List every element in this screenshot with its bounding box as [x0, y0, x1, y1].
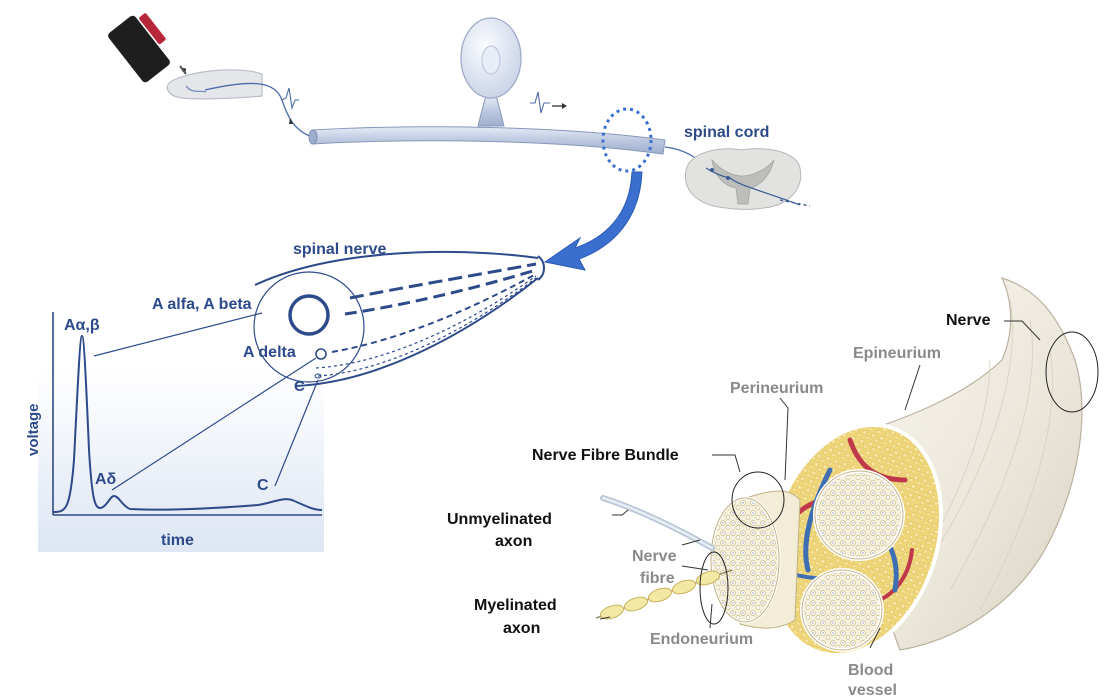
blood-vessel-label-line2: vessel: [848, 682, 897, 699]
peak-a-alpha-beta-label: Aα,β: [64, 317, 100, 334]
sensory-neuron: [205, 18, 712, 171]
x-axis-label: time: [161, 532, 194, 549]
a-delta-label: A delta: [243, 344, 296, 361]
unmyelinated-axon-label-line1: Unmyelinated: [447, 511, 552, 528]
blood-vessel-label-line1: Blood: [848, 662, 893, 679]
spinal-cord-cross-section: [685, 149, 810, 210]
unmyelinated-axon: [603, 498, 712, 548]
nerve-fibre-label-line2: fibre: [640, 570, 675, 587]
nerve-label: Nerve: [946, 312, 991, 329]
graph-background: [38, 368, 324, 552]
a-alfa-beta-label: A alfa, A beta: [152, 296, 252, 313]
spinal-nerve-label: spinal nerve: [293, 241, 386, 258]
spinal-nerve-illustration: [254, 252, 544, 386]
myelinated-axon-label-line2: axon: [503, 620, 540, 637]
nerve-fibre-bundle-label: Nerve Fibre Bundle: [532, 447, 679, 464]
nerve-fibre-label-line1: Nerve: [632, 548, 677, 565]
unmyelinated-axon-label-line2: axon: [495, 533, 532, 550]
c-fiber-label: C: [294, 378, 305, 395]
myelinated-axon-label-line1: Myelinated: [474, 597, 557, 614]
spinal-cord-label: spinal cord: [684, 124, 769, 141]
compound-action-potential-panel: spinal nerve A alfa, A beta A delta C Aα…: [25, 241, 544, 552]
perineurium-label: Perineurium: [730, 380, 823, 397]
peak-c-label: C: [257, 477, 269, 494]
zoom-arrow-icon: [545, 172, 642, 270]
peak-a-delta-label: Aδ: [95, 471, 117, 488]
nerve-anatomy-illustration: Nerve Epineurium Perineurium Nerve Fibre…: [447, 278, 1098, 699]
epineurium-label: Epineurium: [853, 345, 941, 362]
stimulus-hand-illustration: [107, 13, 262, 99]
endoneurium-label: Endoneurium: [650, 631, 753, 648]
y-axis-label: voltage: [25, 403, 42, 456]
